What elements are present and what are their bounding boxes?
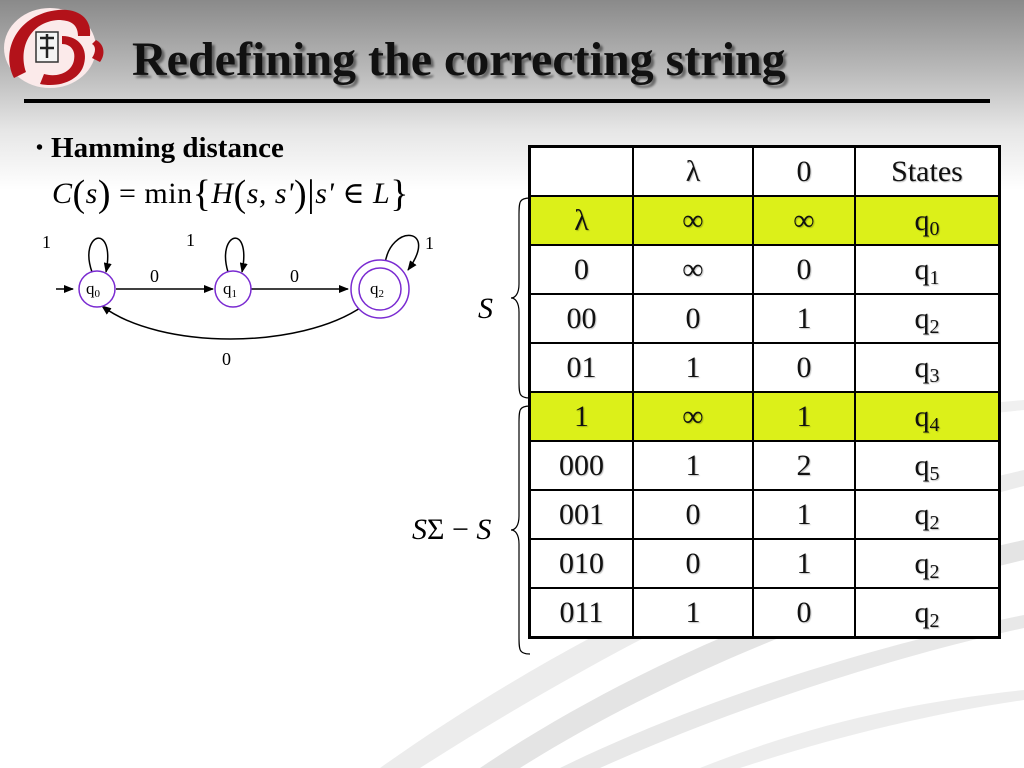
table-cell: λ [528, 195, 634, 246]
table-header-row: λ 0 States [528, 145, 1001, 197]
table-state-cell: q2 [854, 489, 1001, 540]
table-cell: 001 [528, 489, 634, 540]
svg-text:q0: q0 [86, 279, 101, 300]
table-cell: 1 [752, 391, 856, 442]
edge-label-q0-q1: 0 [150, 266, 159, 286]
bullet-dot-icon: • [36, 137, 44, 159]
hamming-formula: C(s) = min{H(s, s')|s' ∈ L} [52, 172, 409, 216]
table-cell: 0 [752, 342, 856, 393]
edge-label-q1-q2: 0 [290, 266, 299, 286]
table-row: 001 0 1 q2 [528, 489, 1001, 540]
table-cell: 000 [528, 440, 634, 491]
state-q0: q0 [78, 270, 116, 308]
table-cell: ∞ [632, 391, 754, 442]
formula-brace-close: } [390, 173, 409, 215]
formula-h: H [211, 177, 234, 210]
table-header-cell: States [854, 145, 1001, 197]
svg-text:q2: q2 [370, 279, 384, 300]
bullet-text: Hamming distance [51, 132, 284, 164]
brace-s [511, 197, 531, 399]
label-ss-tail: S [476, 513, 492, 546]
table-cell: 1 [632, 342, 754, 393]
table-cell: 0 [632, 489, 754, 540]
self-loop-q0 [88, 237, 112, 273]
self-loop-q1 [224, 237, 248, 273]
observation-table: λ 0 States λ ∞ ∞ q0 0 ∞ 0 q1 00 0 1 q2 0… [528, 145, 1001, 639]
formula-paren2-close: ) [293, 173, 308, 215]
state-q2-accepting: q2 [350, 259, 410, 319]
state-q1: q1 [214, 270, 252, 308]
table-cell: ∞ [632, 195, 754, 246]
table-state-cell: q2 [854, 587, 1001, 639]
table-cell: 1 [632, 440, 754, 491]
formula-paren-close: ) [97, 173, 112, 215]
formula-brace-open: { [192, 173, 212, 215]
table-header-cell: λ [632, 145, 754, 197]
table-cell: 1 [752, 293, 856, 344]
table-cell: 1 [752, 489, 856, 540]
table-row: 011 1 0 q2 [528, 587, 1001, 639]
table-cell: 1 [752, 538, 856, 589]
table-cell: 0 [752, 244, 856, 295]
table-state-cell: q2 [854, 293, 1001, 344]
table-cell: 1 [632, 587, 754, 639]
table-row: 00 0 1 q2 [528, 293, 1001, 344]
table-state-cell: q4 [854, 391, 1001, 442]
formula-min: = min [111, 177, 193, 210]
table-cell: 0 [632, 538, 754, 589]
table-state-cell: q2 [854, 538, 1001, 589]
bullet-point: • Hamming distance [36, 132, 284, 165]
table-cell: 00 [528, 293, 634, 344]
table-header-cell: 0 [752, 145, 856, 197]
self-loop-label-q0: 1 [42, 232, 51, 252]
table-cell: 2 [752, 440, 856, 491]
formula-l: L [373, 177, 391, 210]
table-cell: 01 [528, 342, 634, 393]
formula-args: s, s' [246, 177, 294, 210]
table-cell: ∞ [752, 195, 856, 246]
table-cell: 0 [632, 293, 754, 344]
label-s-sigma-minus-s: SΣ − S [412, 513, 491, 547]
table-state-cell: q1 [854, 244, 1001, 295]
table-cell: 0 [752, 587, 856, 639]
self-loop-q2 [384, 234, 420, 271]
label-s: S [478, 292, 493, 325]
table-header-cell [528, 145, 634, 197]
formula-cond-var: s' [315, 177, 335, 210]
table-cell: ∞ [632, 244, 754, 295]
svg-text:q1: q1 [223, 279, 237, 300]
table-row: 010 0 1 q2 [528, 538, 1001, 589]
table-cell: 011 [528, 587, 634, 639]
formula-in: ∈ [334, 177, 374, 210]
formula-paren-open: ( [72, 173, 86, 215]
table-row: λ ∞ ∞ q0 [528, 195, 1001, 246]
university-logo-icon [4, 8, 104, 88]
title-underline [24, 99, 990, 103]
automaton-diagram: 1 1 1 0 0 0 q0 q1 q2 [42, 230, 434, 369]
table-state-cell: q3 [854, 342, 1001, 393]
table-cell: 1 [528, 391, 634, 442]
table-row: 0 ∞ 0 q1 [528, 244, 1001, 295]
formula-paren2-open: ( [233, 173, 247, 215]
table-row: 000 1 2 q5 [528, 440, 1001, 491]
formula-c: C [52, 177, 73, 210]
table-state-cell: q5 [854, 440, 1001, 491]
edge-label-q2-q0: 0 [222, 349, 231, 369]
slide-title: Redefining the correcting string [132, 33, 786, 86]
table-cell: 010 [528, 538, 634, 589]
formula-bar: | [307, 173, 316, 215]
formula-s: s [85, 177, 98, 210]
self-loop-label-q2: 1 [425, 233, 434, 253]
label-ss-s: S [412, 513, 427, 546]
edge-q2-q0 [101, 305, 364, 340]
table-row: 01 1 0 q3 [528, 342, 1001, 393]
table-row: 1 ∞ 1 q4 [528, 391, 1001, 442]
label-ss-minus: − [444, 513, 477, 546]
self-loop-label-q1: 1 [186, 230, 195, 250]
table-state-cell: q0 [854, 195, 1001, 246]
label-ss-sigma: Σ [427, 513, 445, 546]
brace-s-sigma-minus-s [511, 405, 531, 655]
table-cell: 0 [528, 244, 634, 295]
